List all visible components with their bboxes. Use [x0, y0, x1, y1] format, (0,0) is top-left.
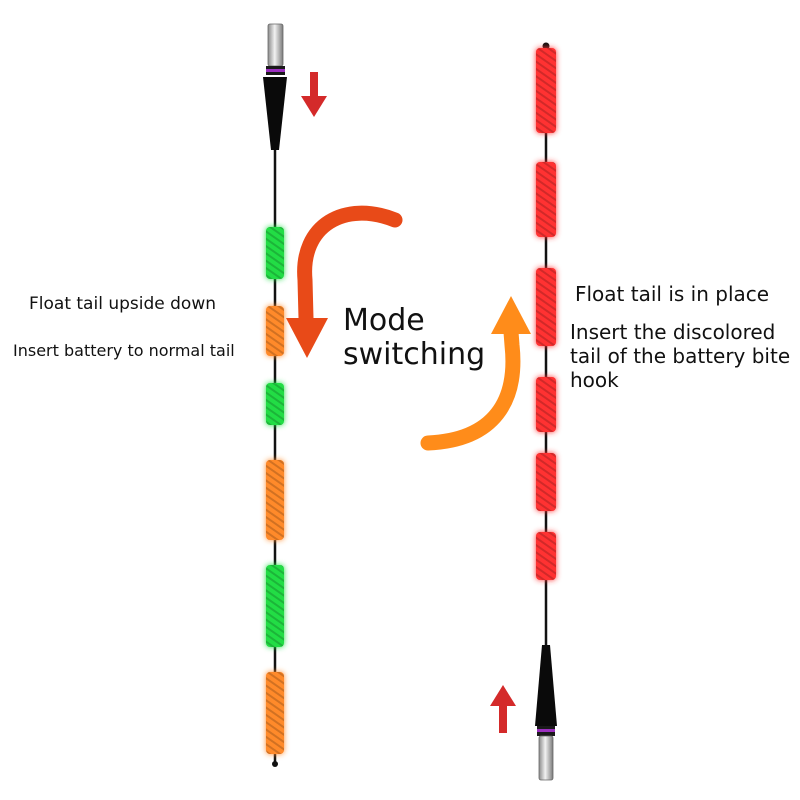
left-tip: [272, 761, 278, 767]
right-segment-6: [536, 532, 556, 580]
left-segment-1: [266, 227, 284, 279]
left-segment-3: [266, 383, 284, 425]
right-battery: [538, 735, 554, 781]
mode-arrow-down: [286, 205, 403, 358]
right-segment-5: [536, 453, 556, 511]
left-label-insert-battery: Insert battery to normal tail: [13, 341, 235, 360]
left-float: [263, 23, 287, 767]
left-segment-5: [266, 565, 284, 647]
left-segment-4: [266, 460, 284, 540]
right-float-cone: [535, 645, 557, 726]
right-label-insert-discolored: Insert the discolored tail of the batter…: [570, 320, 791, 392]
right-segment-2: [536, 162, 556, 237]
left-segment-6: [266, 672, 284, 754]
left-battery: [267, 23, 284, 67]
left-float-cone: [263, 77, 287, 150]
small-arrow-down: [301, 72, 327, 117]
right-segments: [536, 48, 556, 580]
left-segments: [266, 227, 284, 754]
small-arrow-up: [490, 685, 516, 733]
right-float: [535, 42, 557, 781]
left-battery-ring-band: [266, 69, 285, 72]
left-label-upside-down: Float tail upside down: [29, 294, 216, 314]
right-segment-1: [536, 48, 556, 133]
right-label-in-place: Float tail is in place: [575, 282, 770, 306]
right-battery-ring-band: [537, 729, 555, 732]
left-segment-2: [266, 306, 284, 356]
mode-switching-label: Mode switching: [343, 303, 486, 372]
right-segment-4: [536, 377, 556, 432]
right-segment-3: [536, 268, 556, 346]
mode-arrow-up: [420, 296, 531, 451]
